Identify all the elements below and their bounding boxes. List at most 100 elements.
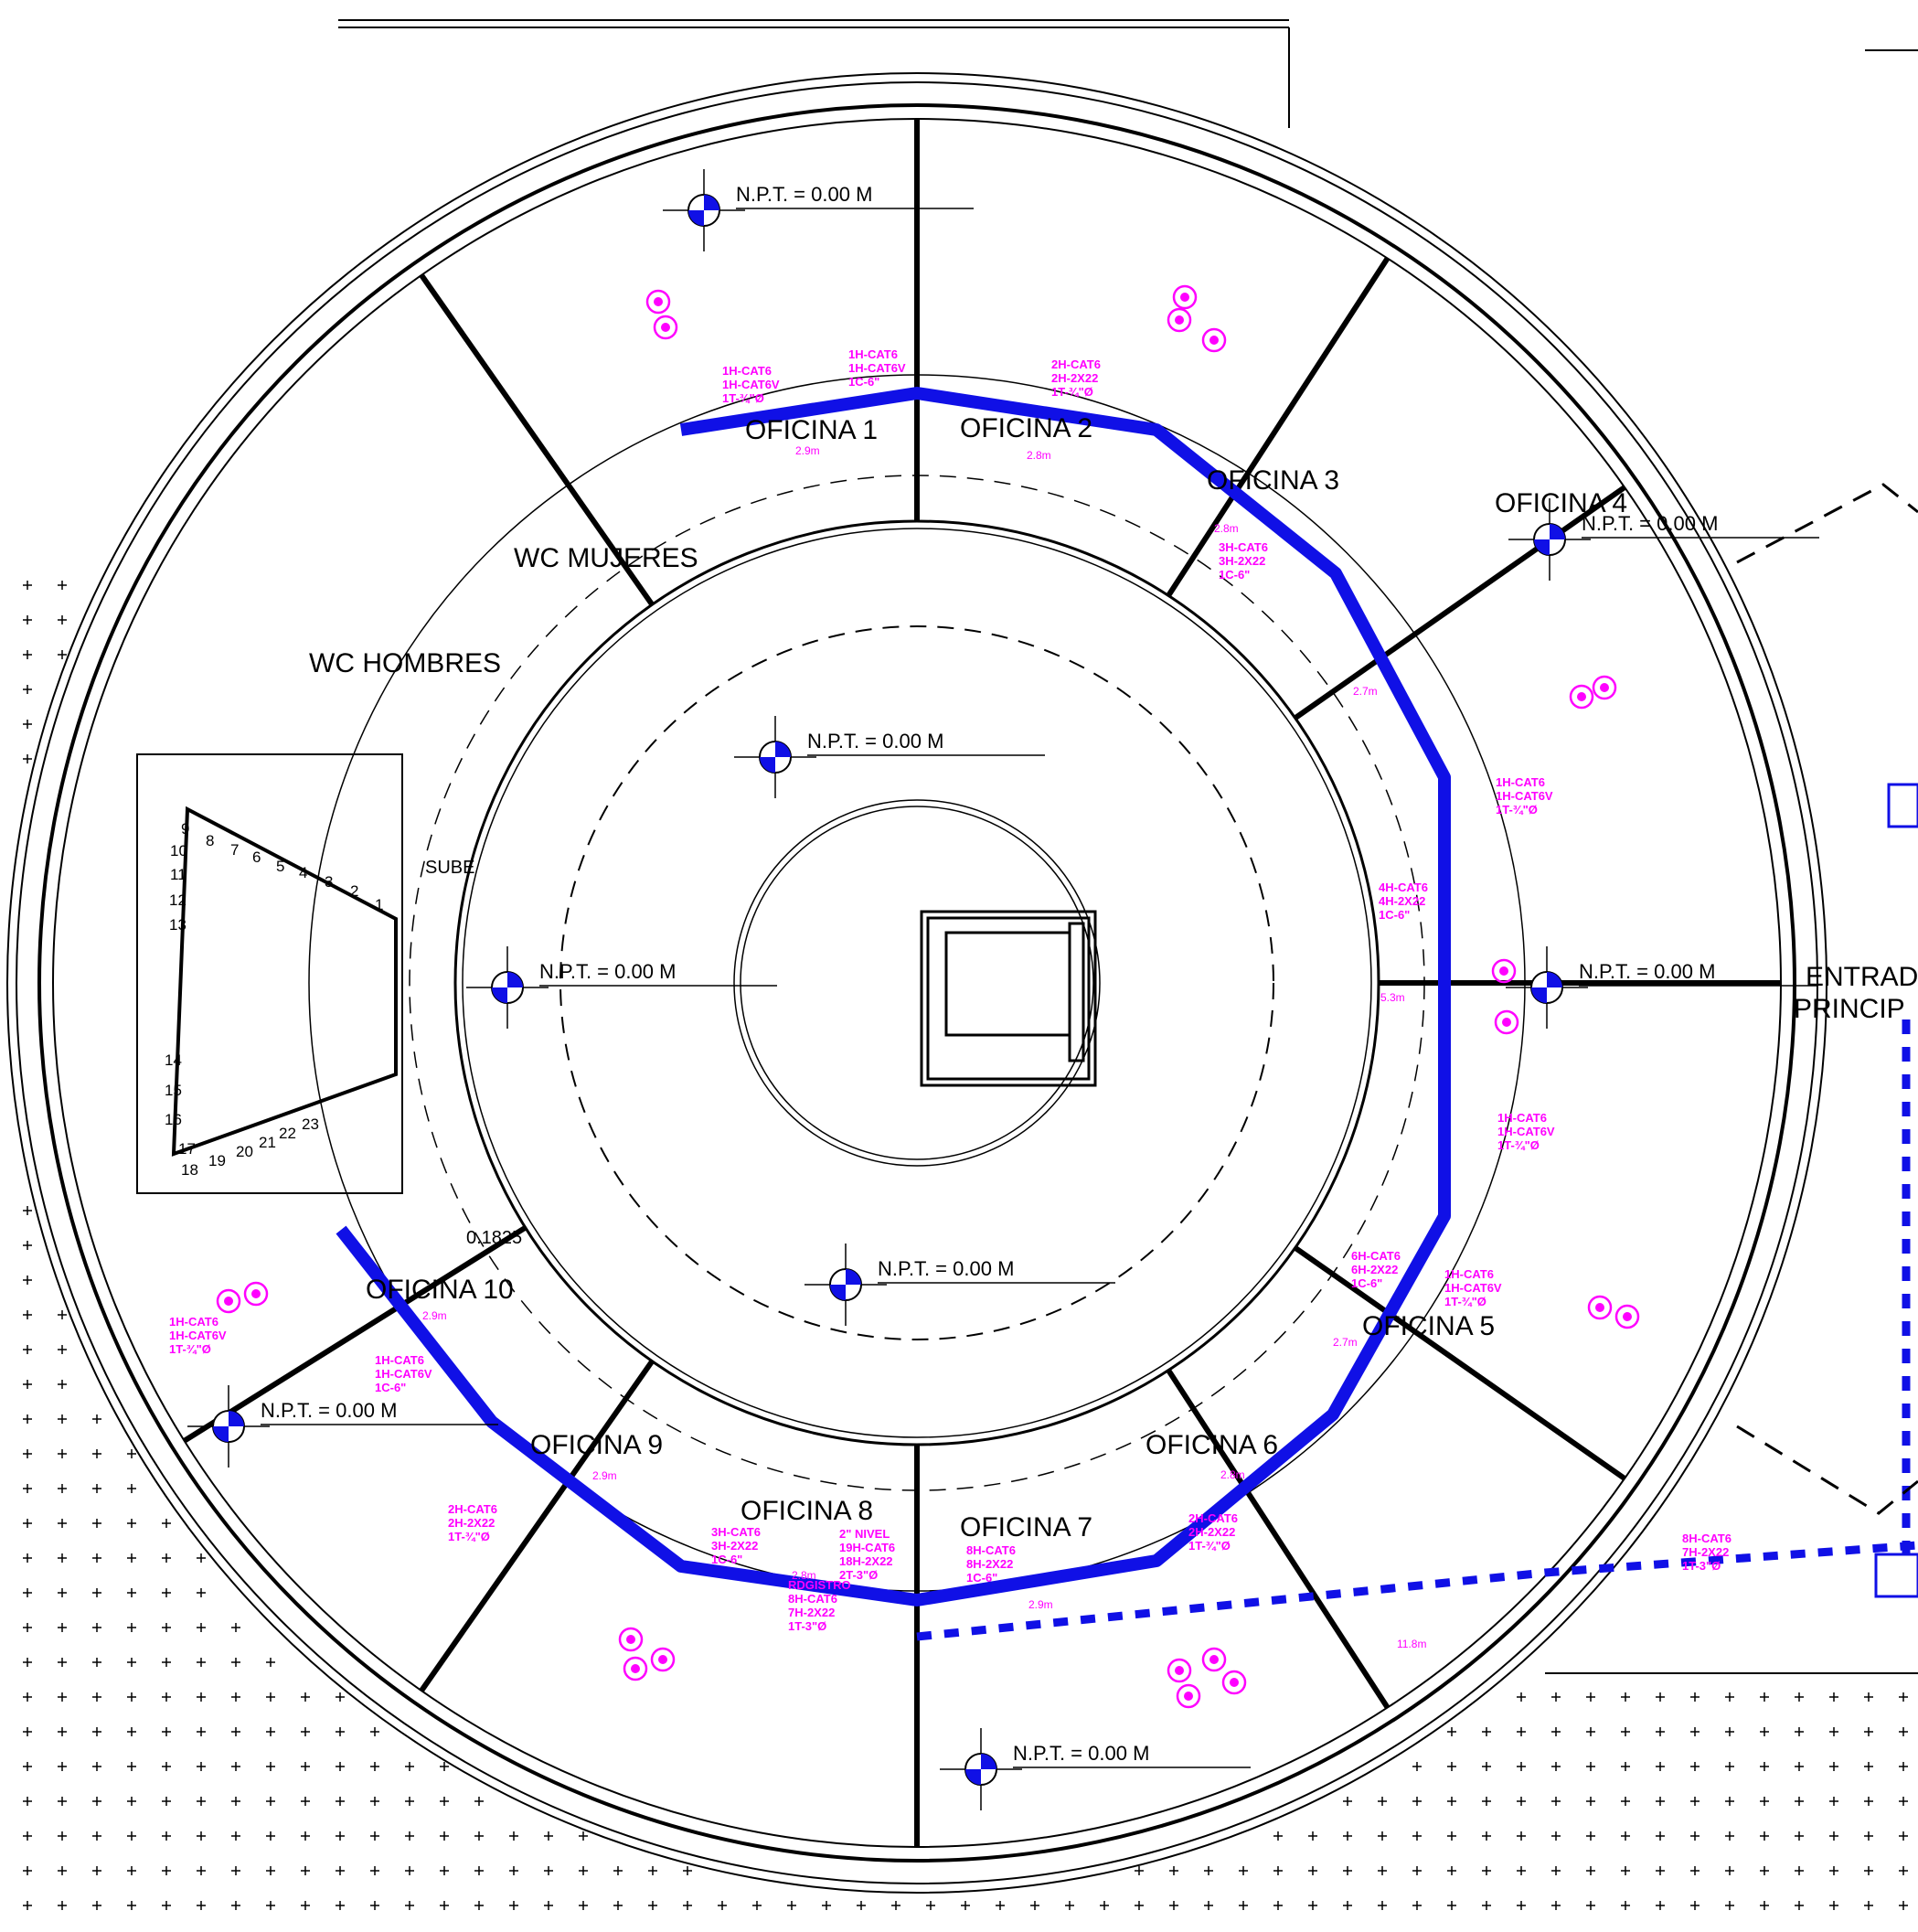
room-label-oficina-2: OFICINA 2 — [960, 413, 1092, 443]
distance-label: 2.8m — [1220, 1468, 1245, 1481]
distance-label: 2.8m — [792, 1569, 816, 1582]
radial-wall — [1293, 485, 1626, 720]
stair-step-number: 16 — [165, 1111, 182, 1128]
room-labels: OFICINA 1 OFICINA 2 OFICINA 3 OFICINA 4 … — [309, 413, 1918, 1542]
radial-wall — [419, 1359, 655, 1692]
room-label-oficina-10: OFICINA 10 — [366, 1275, 514, 1305]
network-outlet — [653, 315, 678, 340]
network-outlet — [618, 1627, 644, 1652]
stair-step-number: 12 — [169, 891, 186, 909]
stair-step-number: 11 — [170, 866, 186, 883]
radial-wall — [1166, 256, 1391, 598]
network-outlet — [1167, 307, 1192, 333]
radial-wall — [183, 1225, 527, 1444]
stair-step-number: 22 — [279, 1125, 296, 1142]
stair-step-number: 23 — [302, 1115, 319, 1133]
network-outlet — [645, 289, 671, 315]
stair-step-number: 6 — [252, 849, 261, 866]
distance-label: 2.7m — [1333, 1336, 1358, 1349]
level-marker: N.P.T. = 0.00 M — [734, 716, 1045, 798]
entrance-canopy — [1736, 483, 1918, 1515]
stair-step-number: 7 — [230, 841, 239, 859]
distance-label: 2.9m — [422, 1309, 447, 1322]
network-outlet — [650, 1647, 676, 1672]
level-marker-label: N.P.T. = 0.00 M — [878, 1257, 1014, 1280]
stair — [136, 753, 403, 1194]
network-outlet — [1172, 284, 1198, 310]
level-marker-label: N.P.T. = 0.00 M — [1582, 512, 1718, 535]
stair-step-number: 5 — [276, 858, 284, 875]
site-lines — [338, 19, 1918, 1674]
stair-step-number: 4 — [299, 864, 307, 881]
level-marker: N.P.T. = 0.00 M — [187, 1385, 498, 1468]
room-label-oficina-4: OFICINA 4 — [1495, 488, 1627, 518]
radial-wall — [1166, 1368, 1391, 1710]
stair-step-number: 14 — [165, 1051, 182, 1069]
network-outlet — [1491, 958, 1517, 984]
room-label-wc-mujeres: WC MUJERES — [514, 543, 698, 573]
network-outlet — [1587, 1295, 1613, 1320]
network-outlet — [1221, 1670, 1247, 1695]
level-marker-label: N.P.T. = 0.00 M — [736, 183, 872, 206]
level-marker: N.P.T. = 0.00 M — [466, 946, 777, 1029]
stair-step-number: 1 — [375, 896, 383, 913]
dimension-label: 0.1825 — [466, 1228, 522, 1248]
stair-step-number: 15 — [165, 1082, 182, 1099]
stair-step-number: 3 — [325, 873, 333, 891]
stair-step-number: 2 — [350, 882, 358, 900]
stair-step-number: 13 — [169, 916, 186, 934]
landscape-pattern — [23, 581, 1908, 1910]
stair-sube-label: SUBE — [425, 858, 474, 878]
distance-label: 2.9m — [592, 1469, 617, 1482]
network-outlet — [1569, 684, 1594, 710]
stair-step-number: 21 — [259, 1134, 276, 1151]
room-label-oficina-1: OFICINA 1 — [745, 415, 878, 445]
stair-step-number: 9 — [181, 820, 189, 838]
network-outlet — [623, 1656, 648, 1681]
distance-label: 5.3m — [1380, 991, 1405, 1004]
stair-step-number: 8 — [206, 832, 214, 849]
level-marker: N.P.T. = 0.00 M — [663, 169, 974, 251]
distance-label: 2.9m — [795, 444, 820, 457]
level-marker: N.P.T. = 0.00 M — [1506, 946, 1817, 1029]
distance-label: 2.7m — [1353, 685, 1378, 698]
network-outlet — [1167, 1658, 1192, 1683]
distance-label: 2.9m — [1028, 1598, 1053, 1611]
level-marker: N.P.T. = 0.00 M — [1508, 498, 1819, 581]
stair-step-number: 18 — [181, 1161, 198, 1179]
network-outlet — [1494, 1009, 1519, 1035]
room-label-oficina-3: OFICINA 3 — [1207, 465, 1339, 496]
distance-label: 11.8m — [1397, 1638, 1426, 1650]
entrance-label-line2: PRINCIP — [1794, 994, 1905, 1024]
network-outlet — [1201, 327, 1227, 353]
network-outlet — [1176, 1683, 1201, 1709]
level-marker-label: N.P.T. = 0.00 M — [539, 960, 676, 983]
level-marker-label: N.P.T. = 0.00 M — [1013, 1742, 1149, 1765]
radial-wall — [419, 273, 655, 607]
level-marker-label: N.P.T. = 0.00 M — [261, 1399, 397, 1422]
level-markers: N.P.T. = 0.00 M N.P.T. = 0.00 M N.P.T. = 0… — [187, 169, 1819, 1810]
central-core — [920, 910, 1097, 1087]
room-label-oficina-7: OFICINA 7 — [960, 1512, 1092, 1542]
room-label-wc-hombres: WC HOMBRES — [309, 648, 501, 678]
network-outlet — [1201, 1647, 1227, 1672]
room-label-oficina-9: OFICINA 9 — [530, 1430, 663, 1460]
